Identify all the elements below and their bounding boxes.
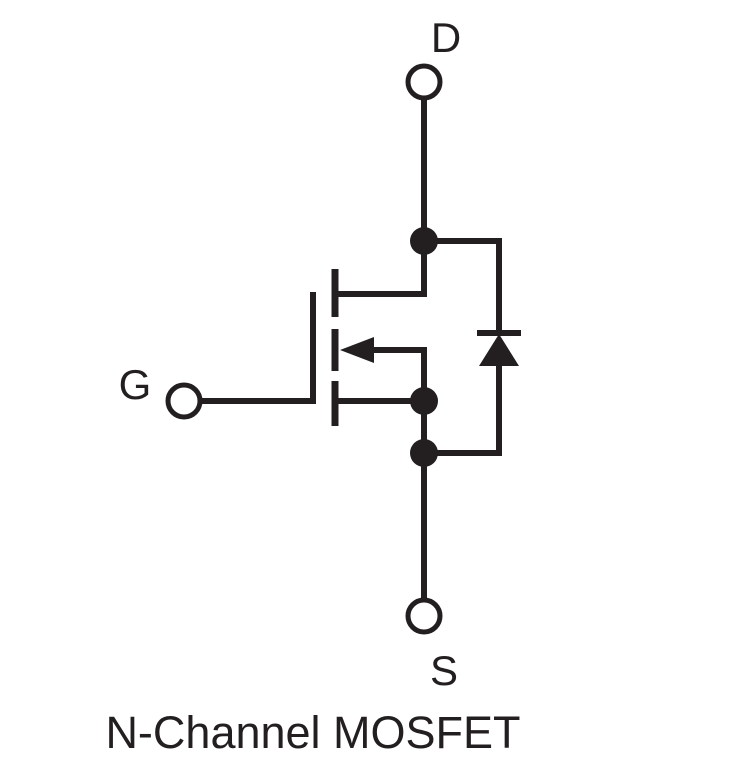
diode-top-wire xyxy=(424,238,502,333)
drain-label: D xyxy=(431,14,461,61)
junction-dot-drain xyxy=(410,227,438,255)
source-terminal xyxy=(405,597,443,635)
body-arrow xyxy=(340,337,374,363)
gate-terminal xyxy=(165,382,203,420)
drain-channel-wire xyxy=(336,241,427,297)
diode-bottom-wire xyxy=(424,366,502,456)
gate-label: G xyxy=(119,361,152,408)
junction-dot-source xyxy=(410,439,438,467)
drain-terminal xyxy=(405,63,443,101)
junction-dot-body xyxy=(410,387,438,415)
diode-triangle xyxy=(479,334,519,366)
source-label: S xyxy=(430,647,458,694)
body-wire xyxy=(370,347,427,401)
diagram-caption: N-Channel MOSFET xyxy=(105,707,520,758)
